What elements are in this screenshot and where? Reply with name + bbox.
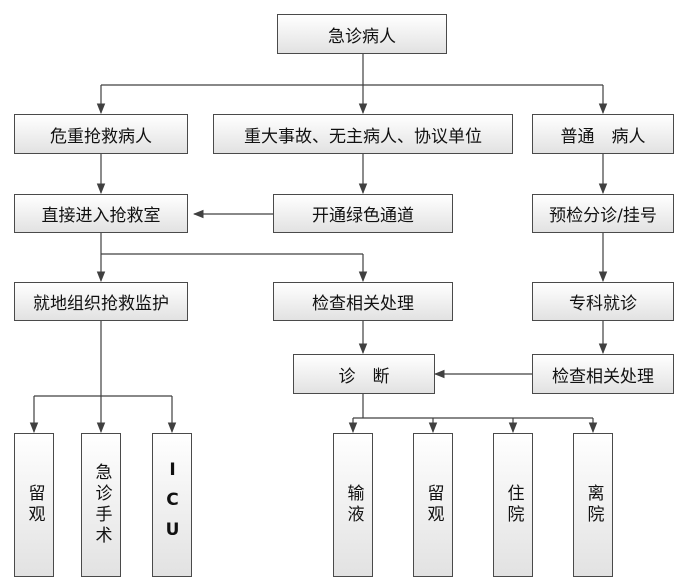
node-on-site-rescue-monitoring: 就地组织抢救监护 [14,282,188,321]
leaf-observation-left: 留观 [14,433,54,577]
node-green-channel: 开通绿色通道 [273,194,453,233]
leaf-observation-right: 留观 [413,433,453,577]
node-exam-treatment-left: 检查相关处理 [273,282,453,321]
leaf-infusion: 输液 [333,433,373,577]
leaf-hospitalization: 住院 [493,433,533,577]
node-diagnosis: 诊 断 [293,354,435,394]
node-specialist-visit: 专科就诊 [532,282,674,321]
node-exam-treatment-right: 检查相关处理 [532,354,674,394]
node-major-accident-patient: 重大事故、无主病人、协议单位 [213,114,513,154]
node-triage-registration: 预检分诊/挂号 [532,194,674,233]
node-emergency-patient: 急诊病人 [277,14,447,54]
node-critical-rescue-patient: 危重抢救病人 [14,114,188,154]
node-direct-rescue-room: 直接进入抢救室 [14,194,188,233]
node-ordinary-patient: 普通 病人 [532,114,674,154]
leaf-emergency-surgery: 急诊手术 [81,433,121,577]
leaf-icu: ICU [152,433,192,577]
leaf-discharge: 离院 [573,433,613,577]
